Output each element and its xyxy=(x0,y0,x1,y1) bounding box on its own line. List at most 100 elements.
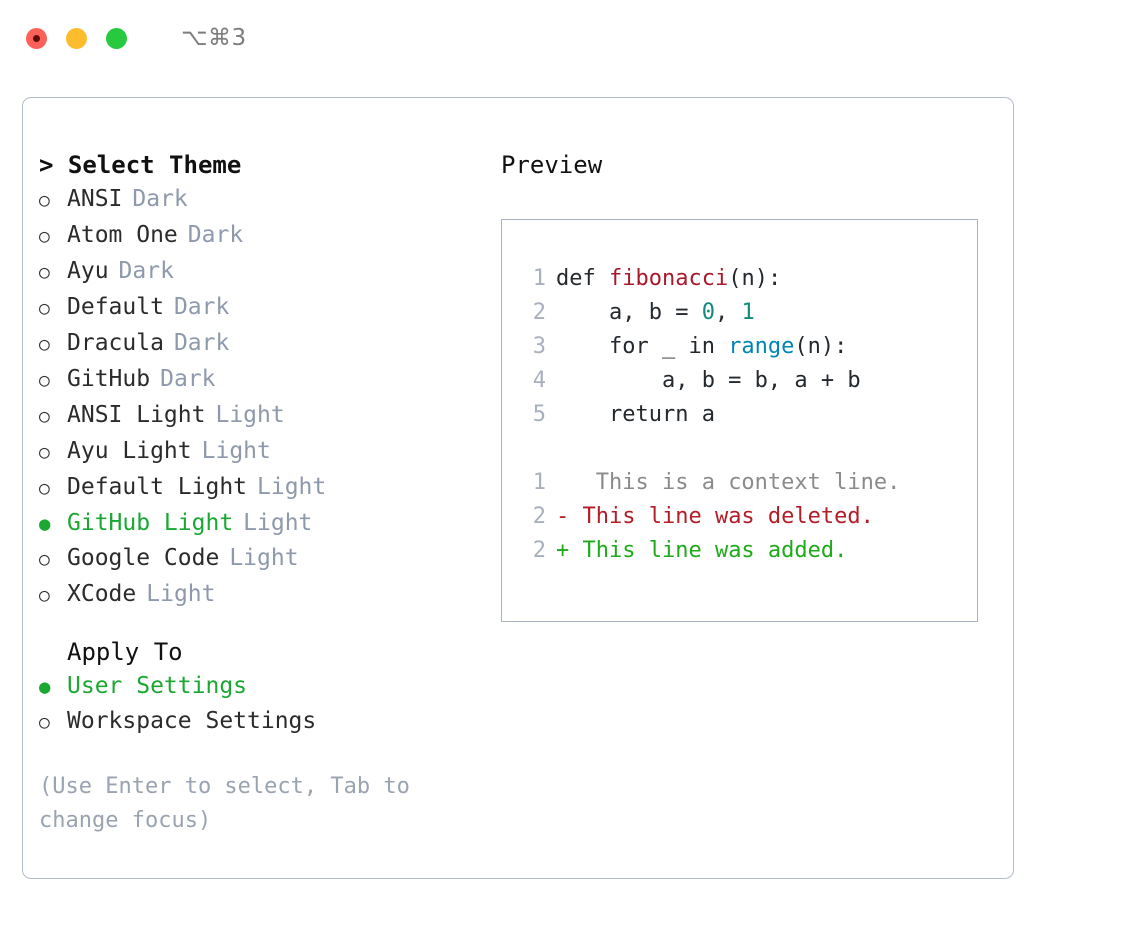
radio-unselected-icon[interactable]: ○ xyxy=(39,298,50,319)
diff-line-deleted: 2- This line was deleted. xyxy=(516,500,977,534)
code-token-plain: a, b = b, a + b xyxy=(556,368,861,393)
preview-title: Preview xyxy=(501,151,603,179)
theme-variant-tag: Light xyxy=(257,474,327,500)
theme-variant-tag: Light xyxy=(229,545,299,571)
theme-picker-header: > Select Theme xyxy=(39,151,242,179)
radio-unselected-icon[interactable]: ○ xyxy=(39,370,50,391)
theme-option-xcode[interactable]: ○ XCode Light xyxy=(39,577,479,613)
radio-unselected-icon[interactable]: ○ xyxy=(39,190,50,211)
code-line-content: a, b = 0, 1 xyxy=(556,296,755,330)
code-token-number: 0 xyxy=(701,300,715,325)
line-number: 1 xyxy=(532,266,546,291)
spacer xyxy=(39,613,479,635)
radio-unselected-icon[interactable]: ○ xyxy=(39,585,50,606)
theme-option-label: GitHub xyxy=(67,366,151,392)
theme-option-dracula[interactable]: ○ Dracula Dark xyxy=(39,326,479,362)
diff-line-added: 2+ This line was added. xyxy=(516,534,977,568)
theme-option-label: Atom One xyxy=(67,222,178,248)
diff-text: This line was added. xyxy=(569,538,848,563)
code-line-content: for _ in range(n): xyxy=(556,330,847,364)
code-token-plain: for _ in xyxy=(556,334,729,359)
code-token-plain: (n): xyxy=(794,334,848,359)
theme-variant-tag: Dark xyxy=(173,294,230,320)
theme-variant-tag: Dark xyxy=(132,186,188,212)
radio-unselected-icon[interactable]: ○ xyxy=(39,262,50,283)
theme-variant-tag: Light xyxy=(201,438,271,464)
code-line-content: return a xyxy=(556,398,715,432)
code-token-builtin: range xyxy=(728,334,795,359)
diff-sample: 1 This is a context line. 2- This line wa… xyxy=(516,466,977,568)
radio-unselected-icon[interactable]: ○ xyxy=(39,334,50,355)
theme-option-label: XCode xyxy=(67,581,137,607)
theme-variant-tag: Light xyxy=(146,581,216,607)
theme-variant-tag: Dark xyxy=(187,222,244,248)
code-line-content: a, b = b, a + b xyxy=(556,364,861,398)
line-number: 3 xyxy=(532,334,546,359)
radio-selected-icon[interactable]: ● xyxy=(39,513,51,535)
close-button[interactable] xyxy=(26,27,47,49)
code-line-content: def fibonacci(n): xyxy=(556,262,781,296)
radio-unselected-icon[interactable]: ○ xyxy=(39,712,50,733)
theme-option-ayu-light[interactable]: ○ Ayu Light Light xyxy=(39,434,479,470)
radio-unselected-icon[interactable]: ○ xyxy=(39,442,50,463)
theme-option-label: Default Light xyxy=(67,474,248,500)
diff-marker xyxy=(556,466,569,500)
line-number: 2 xyxy=(532,504,546,529)
theme-option-label: Dracula xyxy=(67,330,164,356)
line-number: 2 xyxy=(532,300,546,325)
minimize-button[interactable] xyxy=(66,27,87,49)
theme-option-default[interactable]: ○ Default Dark xyxy=(39,290,479,326)
theme-option-google-code[interactable]: ○ Google Code Light xyxy=(39,541,479,577)
theme-option-atom-one[interactable]: ○ Atom One Dark xyxy=(39,218,479,254)
radio-unselected-icon[interactable]: ○ xyxy=(39,226,50,247)
radio-unselected-icon[interactable]: ○ xyxy=(39,478,50,499)
spacer xyxy=(516,432,977,466)
title-bar: ⌥⌘3 xyxy=(0,0,1140,76)
apply-to-list: ●User Settings ○ Workspace Settings xyxy=(39,669,479,740)
keyboard-shortcut-label: ⌥⌘3 xyxy=(181,25,247,51)
apply-to-option-workspace-settings[interactable]: ○ Workspace Settings xyxy=(39,704,479,740)
code-token-function: fibonacci xyxy=(608,266,729,291)
diff-marker: - xyxy=(556,504,570,529)
code-token-plain: (n): xyxy=(728,266,782,291)
keyboard-hint-text: (Use Enter to select, Tab to change focu… xyxy=(39,774,424,833)
maximize-button[interactable] xyxy=(106,27,127,49)
apply-to-header: Apply To xyxy=(67,638,183,666)
apply-to-option-label: Workspace Settings xyxy=(67,708,317,734)
theme-option-label: Default xyxy=(67,294,164,320)
code-token-plain: def xyxy=(556,266,609,291)
theme-option-ayu[interactable]: ○ Ayu Dark xyxy=(39,254,479,290)
apply-to-option-user-settings[interactable]: ●User Settings xyxy=(39,669,479,704)
spacer xyxy=(39,740,479,770)
theme-option-label: Ayu Light xyxy=(67,438,192,464)
code-line: 2 a, b = 0, 1 xyxy=(516,296,977,330)
line-number: 2 xyxy=(532,538,546,563)
line-number: 1 xyxy=(532,470,546,495)
theme-variant-tag: Dark xyxy=(173,330,230,356)
radio-selected-icon[interactable]: ● xyxy=(39,676,51,698)
theme-option-label: Google Code xyxy=(67,545,220,571)
radio-unselected-icon[interactable]: ○ xyxy=(39,406,50,427)
theme-option-default-light[interactable]: ○ Default Light Light xyxy=(39,470,479,506)
line-number: 4 xyxy=(532,368,546,393)
diff-text: This line was deleted. xyxy=(569,504,874,529)
theme-variant-tag: Dark xyxy=(118,258,174,284)
theme-variant-tag: Light xyxy=(243,510,313,536)
theme-option-label: Ayu xyxy=(67,258,109,284)
diff-text: This is a context line. xyxy=(569,470,901,495)
radio-unselected-icon[interactable]: ○ xyxy=(39,549,50,570)
traffic-lights xyxy=(26,27,127,49)
code-token-plain: , xyxy=(714,300,742,325)
